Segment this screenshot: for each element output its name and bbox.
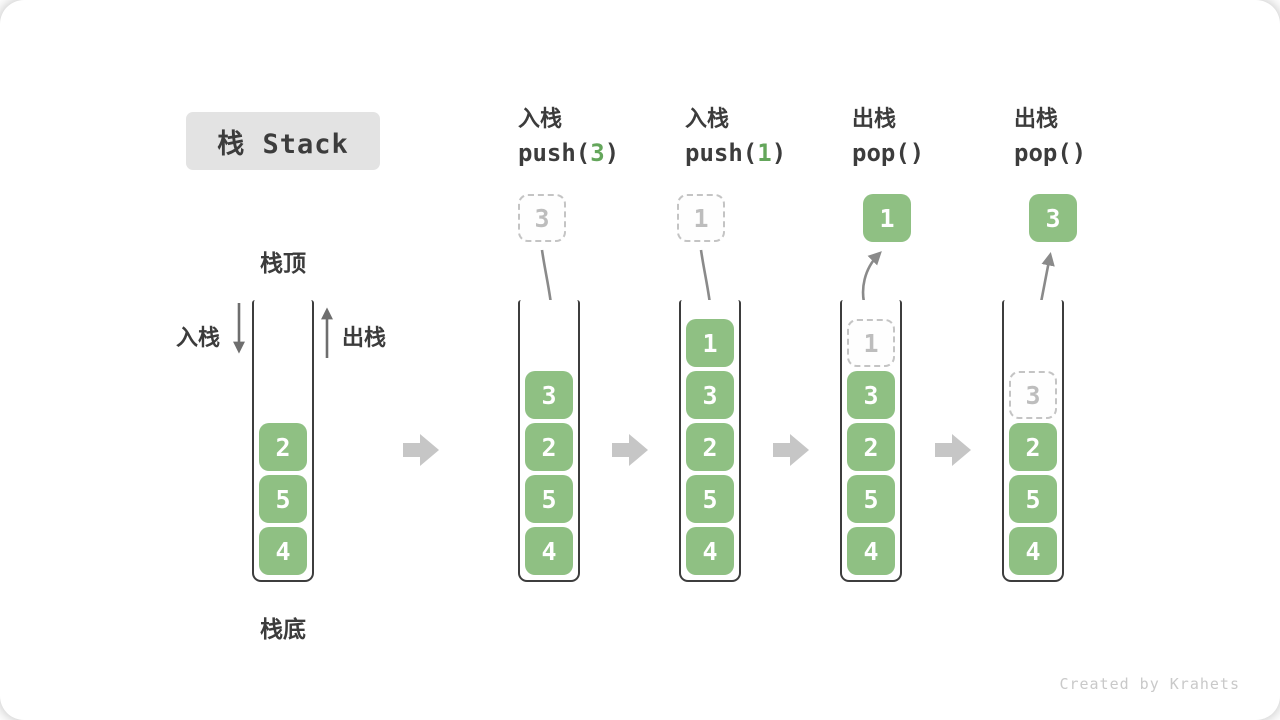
floating-cell-ghost: 1	[677, 194, 725, 242]
op-code: pop()	[1014, 139, 1086, 167]
op-header-1: 入栈 push(3)	[518, 106, 619, 167]
stack-cell: 5	[1009, 475, 1057, 523]
step-arrow-icon-3	[773, 434, 809, 466]
op-name: 出栈	[852, 106, 897, 131]
op-name: 出栈	[1014, 106, 1059, 131]
op-header-2: 入栈 push(1)	[685, 106, 786, 167]
stack-cell: 5	[847, 475, 895, 523]
stack-cell-ghost: 1	[847, 319, 895, 367]
op-arg: 1	[757, 139, 772, 167]
watermark: Created by Krahets	[1059, 675, 1240, 693]
op-close: )	[604, 139, 620, 167]
stack-bottom-label: 栈底	[260, 616, 306, 642]
step-arrow-head	[629, 434, 648, 466]
op-arg: 3	[590, 139, 605, 167]
op-fn: push(	[685, 139, 758, 167]
op-close: )	[771, 139, 787, 167]
step-arrow-icon-2	[612, 434, 648, 466]
stack-cell: 5	[259, 475, 307, 523]
step-arrow-icon-1	[403, 434, 439, 466]
step-arrow-icon-4	[935, 434, 971, 466]
title-box: 栈 Stack	[186, 112, 380, 170]
step-arrow-head	[952, 434, 971, 466]
step-arrow-shaft	[935, 443, 952, 457]
stack-cell: 4	[259, 527, 307, 575]
page-title: 栈 Stack	[217, 128, 349, 160]
stack-cell: 3	[525, 371, 573, 419]
stack-cell: 4	[1009, 527, 1057, 575]
op-code: push(3)	[518, 139, 619, 167]
op-fn: pop(	[1014, 139, 1072, 167]
op-header-4: 出栈 pop()	[1014, 106, 1086, 167]
stack-cell: 4	[686, 527, 734, 575]
stack-cell: 2	[1009, 423, 1057, 471]
step-arrow-shaft	[612, 443, 629, 457]
stack-cell: 2	[847, 423, 895, 471]
op-header-3: 出栈 pop()	[852, 106, 924, 167]
step-arrow-head	[790, 434, 809, 466]
stack-top-label: 栈顶	[260, 250, 306, 276]
op-name: 入栈	[518, 106, 563, 131]
step-arrow-head	[420, 434, 439, 466]
op-code: pop()	[852, 139, 924, 167]
stack-cell: 4	[847, 527, 895, 575]
stack-cell: 5	[525, 475, 573, 523]
step-arrow-shaft	[403, 443, 420, 457]
stack-cell: 1	[686, 319, 734, 367]
op-fn: pop(	[852, 139, 910, 167]
stack-cell: 2	[259, 423, 307, 471]
op-close: )	[909, 139, 925, 167]
op-close: )	[1071, 139, 1087, 167]
stack-cell: 2	[686, 423, 734, 471]
op-fn: push(	[518, 139, 591, 167]
op-code: push(1)	[685, 139, 786, 167]
stack-cell: 3	[847, 371, 895, 419]
floating-cell-solid: 3	[1029, 194, 1077, 242]
floating-cell-ghost: 3	[518, 194, 566, 242]
op-name: 入栈	[685, 106, 730, 131]
stack-cell: 2	[525, 423, 573, 471]
push-side-label: 入栈	[176, 325, 221, 350]
stack-cell: 5	[686, 475, 734, 523]
stack-cell-ghost: 3	[1009, 371, 1057, 419]
pop-side-label: 出栈	[342, 325, 387, 350]
stack-cell: 4	[525, 527, 573, 575]
floating-cell-solid: 1	[863, 194, 911, 242]
step-arrow-shaft	[773, 443, 790, 457]
stack-cell: 3	[686, 371, 734, 419]
